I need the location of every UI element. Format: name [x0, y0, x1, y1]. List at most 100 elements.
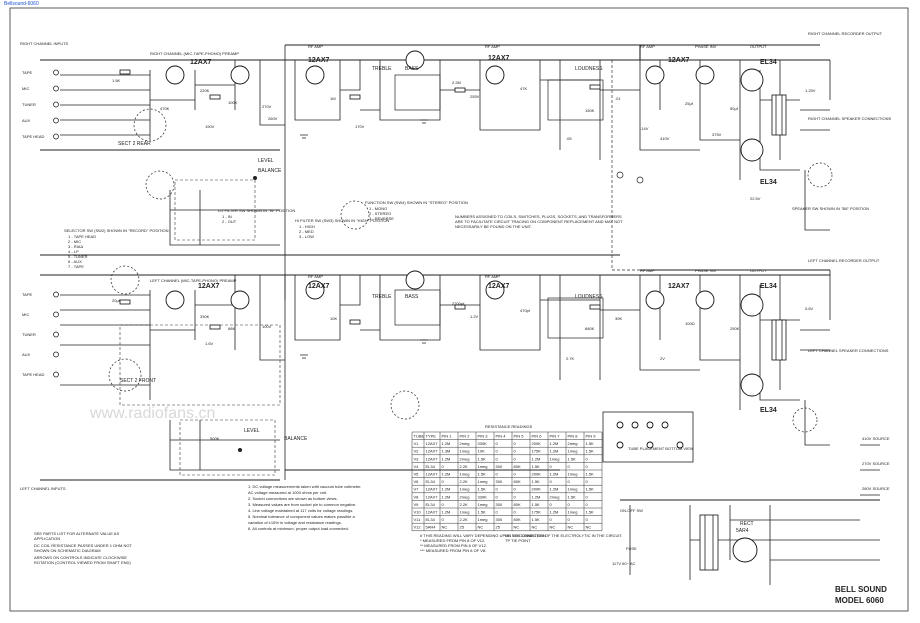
- table-cell: 0: [550, 502, 553, 507]
- label-bass-l: BASS: [405, 294, 419, 300]
- component-value-label: 1.5K: [112, 78, 121, 83]
- table-cell: 175K: [532, 449, 542, 454]
- legend-item: 1 - MONO: [369, 206, 387, 211]
- table-cell: 1meg: [568, 487, 578, 492]
- legend-item: 2 - MIC: [68, 239, 81, 244]
- component-value-label: 2.2M: [452, 80, 461, 85]
- table-cell: V12: [414, 525, 422, 530]
- table-header-cell: PIN 2: [460, 434, 471, 439]
- table-cell: V9: [414, 502, 420, 507]
- voltage-label: 1.6V: [205, 341, 214, 346]
- table-cell: V6: [414, 479, 420, 484]
- component-value-label: 100Ω: [685, 321, 695, 326]
- table-notes: # THIS READING WILL VARY DEPENDING UPON …: [420, 533, 623, 553]
- label-left-spk: LEFT CHANNEL SPEAKER CONNECTIONS: [808, 348, 889, 353]
- input-jack-icon: [53, 331, 59, 338]
- table-cell: EL34: [426, 464, 436, 469]
- label-left-rec-out: LEFT CHANNEL RECORDER OUTPUT: [808, 258, 880, 263]
- label-rf-amp-r3: RF AMP: [640, 44, 655, 49]
- voltage-label: 1.25V: [805, 88, 816, 93]
- input-label: TAPE HEAD: [22, 372, 44, 377]
- component-value-label: 680K: [585, 326, 595, 331]
- tube-v1-label: 12AX7: [190, 59, 212, 66]
- table-cell: 0: [514, 472, 517, 477]
- label-rf-amp-r: RF AMP: [308, 44, 323, 49]
- table-cell: 1.5K: [478, 510, 487, 515]
- table-cell: V1: [414, 441, 420, 446]
- table-header-cell: PIN 5: [514, 434, 525, 439]
- table-cell: 1.2M: [550, 510, 559, 515]
- label-right-preamp: RIGHT CHANNEL (MIC-TAPE-PHONO) PREAMP: [150, 51, 239, 56]
- table-cell: V3: [414, 456, 420, 461]
- table-cell: 1.2M: [442, 441, 451, 446]
- table-cell: 12AX7: [426, 456, 439, 461]
- legend-title: FUNCTION SW (SW4) SHOWN IN "STEREO" POSI…: [365, 200, 468, 205]
- table-cell: 0: [514, 449, 517, 454]
- note-line: ARE TO FACILITATE CIRCUIT TRACING ON COM…: [455, 219, 623, 224]
- power-switch-label: ON-OFF SW: [620, 508, 643, 513]
- component-value-label: 250K: [730, 326, 740, 331]
- rectifier-tube: 5AR4: [736, 528, 749, 534]
- table-cell: 0: [586, 456, 589, 461]
- table-cell: 1.5K: [586, 472, 595, 477]
- label-treble-l: TREBLE: [372, 294, 392, 300]
- table-cell: 0: [586, 502, 589, 507]
- table-header-cell: PIN 1: [442, 434, 453, 439]
- table-cell: 2meg: [568, 441, 578, 446]
- label-left-inputs: LEFT CHANNEL INPUTS: [20, 486, 66, 491]
- power-output-label: 270V SOURCE: [862, 461, 890, 466]
- model-line1: BELL SOUND: [835, 585, 887, 594]
- tube-placement-diagram: [602, 411, 694, 463]
- table-cell: 1.5K: [532, 464, 541, 469]
- tube-v7-label: 12AX7: [198, 283, 220, 290]
- power-output-label: 260V SOURCE: [862, 486, 890, 491]
- label-right-inputs: RIGHT CHANNEL INPUTS: [20, 41, 69, 46]
- input-jack-icon: [53, 291, 59, 298]
- component-value-label: 25μf: [685, 101, 694, 106]
- table-cell: 300: [496, 502, 503, 507]
- table-cell: 1.5K: [478, 487, 487, 492]
- component-value-label: 20μf: [112, 298, 121, 303]
- voltage-label: -14V: [640, 126, 649, 131]
- component-value-label: 50μf: [730, 106, 739, 111]
- label-phase-inv-r: PHASE INV: [695, 44, 717, 49]
- table-cell: NC: [586, 525, 592, 530]
- component-value-labels: 1.5K220K100K470K1M2.2M47K150K.05.0125μf5…: [112, 78, 740, 441]
- table-title: RESISTANCE READINGS: [485, 424, 533, 429]
- label-rf-amp-r2: RF AMP: [485, 44, 500, 49]
- legend-item: 5 - TUNER: [68, 254, 88, 259]
- component-value-label: 330K: [200, 314, 210, 319]
- table-cell: 0: [496, 441, 499, 446]
- label-sel-front: SECT 2 FRONT: [120, 378, 156, 384]
- component-value-label: 68K: [228, 326, 235, 331]
- table-cell: 80K: [514, 517, 521, 522]
- table-cell: 2.2K: [460, 479, 469, 484]
- table-note-line: * MEASURED FROM PIN 8 OF V12.: [420, 538, 485, 543]
- model-line2: MODEL 6060: [835, 596, 884, 605]
- general-note-line: 2. Socket connections are shown as botto…: [248, 496, 338, 501]
- input-label: AUX: [22, 118, 31, 123]
- table-cell: 25: [460, 525, 465, 530]
- table-cell: 1meg: [568, 510, 578, 515]
- table-cell: V5: [414, 472, 420, 477]
- table-note-line: # THIS READING WILL VARY DEPENDING UPON …: [420, 533, 623, 538]
- general-notes: 1. DC voltage measurements taken with va…: [248, 484, 361, 531]
- input-jack-icon: [53, 69, 59, 76]
- table-cell: V7: [414, 487, 420, 492]
- voltage-label: 270V: [262, 104, 272, 109]
- page-border: [9, 7, 909, 612]
- label-level-r: LEVEL: [258, 158, 274, 164]
- tube-v2-label: 12AX7: [308, 57, 330, 64]
- input-label: MIC: [22, 312, 29, 317]
- table-cell: 200K: [532, 441, 542, 446]
- legend-note-line: ARROWS ON CONTROLS INDICATE CLOCKWISE: [34, 555, 127, 560]
- table-header-cell: TYPE: [426, 434, 437, 439]
- table-cell: EL34: [426, 517, 436, 522]
- component-value-label: 470K: [160, 106, 170, 111]
- tube-v3-label: 12AX7: [488, 55, 510, 62]
- table-cell: 0: [586, 494, 589, 499]
- input-label: AUX: [22, 352, 31, 357]
- table-cell: 1meg: [478, 479, 488, 484]
